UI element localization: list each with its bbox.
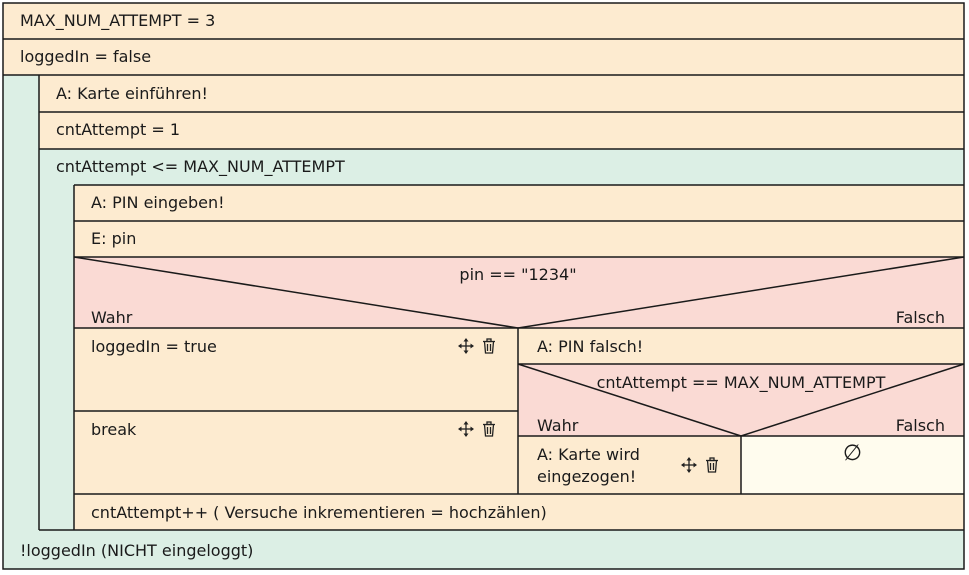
stmt-read-pin[interactable] [74,221,964,257]
trash-icon[interactable] [705,457,719,473]
move-icon[interactable] [458,338,474,354]
outer-loop-condition: !loggedIn (NICHT eingeloggt) [20,541,254,560]
stmt-read-pin-label: E: pin [91,229,137,248]
stmt-logged-in-true-label: loggedIn = true [91,337,217,356]
stmt-insert-card-label: A: Karte einführen! [56,84,208,103]
stmt-enter-pin-label: A: PIN eingeben! [91,193,225,212]
empty-symbol: ∅ [842,441,863,466]
stmt-break-label: break [91,420,137,439]
stmt-increment-label: cntAttempt++ ( Versuche inkrementieren =… [91,503,547,522]
move-icon[interactable] [458,421,474,437]
stmt-max-attempt-label: MAX_NUM_ATTEMPT = 3 [20,11,216,30]
stmt-logged-in-false-label: loggedIn = false [20,47,152,66]
stmt-card-retained-line2: eingezogen! [537,467,637,486]
trash-icon[interactable] [482,421,496,437]
move-icon[interactable] [681,457,697,473]
stmt-pin-wrong-label: A: PIN falsch! [537,337,644,356]
trash-icon[interactable] [482,338,496,354]
break-actions [458,421,496,437]
if-pin-true-label: Wahr [91,308,133,327]
inner-loop-condition: cntAttempt <= MAX_NUM_ATTEMPT [56,157,345,176]
if-attempt-true-label: Wahr [537,416,579,435]
stmt-cnt-attempt-init-label: cntAttempt = 1 [56,120,181,139]
logged-in-true-actions [458,338,496,354]
if-attempt-condition: cntAttempt == MAX_NUM_ATTEMPT [596,373,886,392]
if-pin-condition: pin == "1234" [459,265,577,284]
card-retained-actions [681,457,719,473]
if-attempt-false-label: Falsch [895,416,945,435]
if-pin-false-label: Falsch [895,308,945,327]
stmt-card-retained-line1: A: Karte wird [537,445,640,464]
stmt-break[interactable] [74,411,518,494]
